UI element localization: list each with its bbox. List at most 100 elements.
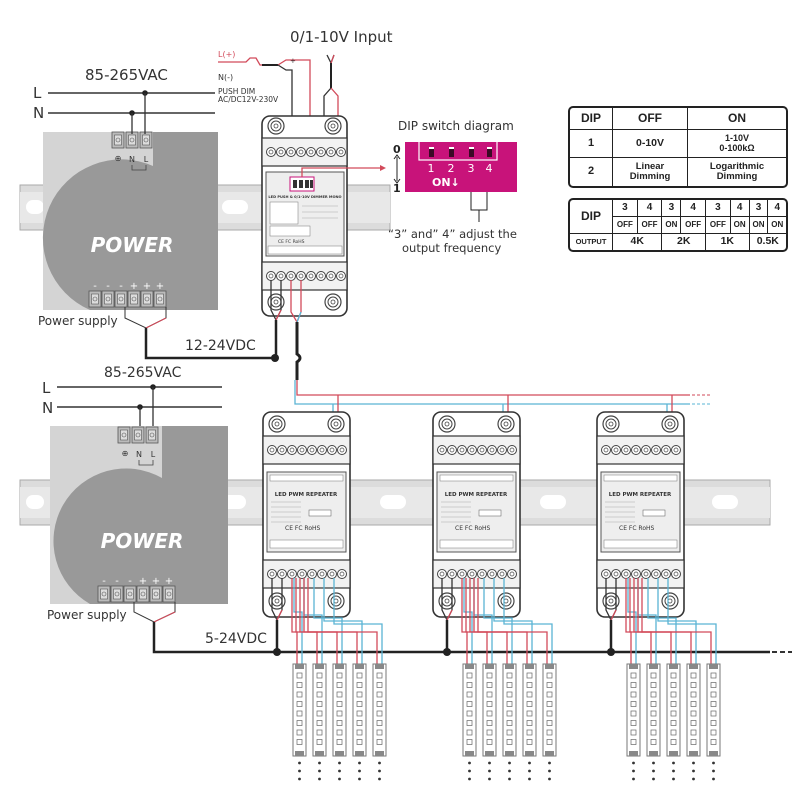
- led-strip: [626, 663, 641, 781]
- ground-terminal-label: ⊕: [115, 154, 122, 163]
- freq-switch-state: OFF: [706, 217, 731, 234]
- ground-terminal-label-bottom: ⊕: [122, 449, 129, 458]
- freq-switch-number: 4: [730, 200, 750, 217]
- push-n-label: N(-): [218, 73, 233, 82]
- dc-plus-1-bottom: +: [139, 576, 147, 587]
- led-strip: [482, 663, 497, 781]
- led-strip: [292, 663, 307, 781]
- pwm-repeater: LED PWM REPEATER CE FC RoHS: [432, 395, 557, 781]
- led-strip: [332, 663, 347, 781]
- row2-dip: 2: [570, 158, 613, 186]
- repeater-title: LED PWM REPEATER: [445, 492, 508, 498]
- line-l-label: L: [33, 84, 42, 102]
- freq-output-value: 0.5K: [756, 235, 779, 248]
- dc-plus-1: +: [130, 281, 138, 292]
- repeater-title: LED PWM REPEATER: [609, 492, 672, 498]
- led-strip: [646, 663, 661, 781]
- switch-3-label: 3: [468, 162, 475, 175]
- led-strip: [542, 663, 557, 781]
- dip-switch-diagram: DIP switch diagram 0 1 1 2 3 4 ON↓ “3” a…: [388, 119, 517, 255]
- row2-on-line2: Dimming: [716, 171, 758, 182]
- freq-switch-state: ON: [730, 217, 750, 234]
- freq-switch-state: OFF: [681, 217, 706, 234]
- pwm-repeater: LED PWM REPEATER CE FC RoHS: [596, 395, 721, 781]
- freq-switch-number: 3: [662, 200, 682, 217]
- led-strip: [462, 663, 477, 781]
- repeater-cert: CE FC RoHS: [619, 525, 655, 532]
- freq-output-value: 2K: [662, 234, 706, 250]
- led-strip: [372, 663, 387, 781]
- push-l-label: L(+): [218, 50, 235, 59]
- ac-voltage-label: 85-265VAC: [85, 66, 168, 84]
- dc-plus-2: +: [143, 281, 151, 292]
- power-supply-bottom: 85-265VAC L N ⊕ N L POWER - - - + + + Po…: [42, 365, 228, 623]
- row1-dip: 1: [570, 130, 613, 158]
- dc-plus-2-bottom: +: [152, 576, 160, 587]
- led-strip: [706, 663, 721, 781]
- dc-minus-3: -: [119, 281, 123, 292]
- led-strip: [502, 663, 517, 781]
- power-label-bottom: POWER: [101, 529, 184, 553]
- freq-switch-state: ON: [662, 217, 682, 234]
- freq-switch-state: OFF: [613, 217, 638, 234]
- header-on: ON: [688, 108, 786, 130]
- repeater-cert: CE FC RoHS: [285, 525, 321, 532]
- freq-switch-number: 4: [768, 200, 786, 217]
- led-strip: [522, 663, 537, 781]
- dip-diagram-title: DIP switch diagram: [398, 119, 514, 133]
- l-terminal-label: L: [144, 155, 149, 164]
- row2-off-line2: Dimming: [629, 171, 671, 182]
- dc-plus-3-bottom: +: [165, 576, 173, 587]
- header-off: OFF: [613, 108, 689, 130]
- row1-on-line2: 0-100kΩ: [719, 142, 755, 153]
- freq-output-label: OUTPUT: [570, 234, 613, 250]
- row2-on-line1: Logarithmic: [709, 161, 765, 173]
- repeater-cert: CE FC RoHS: [455, 525, 491, 532]
- dimmer-model-text: LED PUSH & 0/1-10V DIMMER MONO: [268, 195, 341, 199]
- dc-minus-1: -: [93, 281, 97, 292]
- freq-switch-state: OFF: [637, 217, 663, 234]
- dip-note-line1: “3” and” 4” adjust the: [388, 227, 517, 241]
- dc-minus-2: -: [106, 281, 110, 292]
- switch-1-label: 1: [428, 162, 435, 175]
- plus-mark: +: [290, 57, 296, 65]
- freq-switch-state: ON: [749, 217, 769, 234]
- ac-lines-top: 85-265VAC L N: [33, 66, 215, 134]
- dc-voltage-label-top: 12-24VDC: [185, 338, 256, 354]
- input-label: 0/1-10V Input: [290, 28, 393, 46]
- freq-switch-number: 3: [613, 200, 638, 217]
- repeater-title: LED PWM REPEATER: [275, 492, 338, 498]
- led-strip: [312, 663, 327, 781]
- freq-switch-number: 3: [706, 200, 731, 217]
- power-label: POWER: [91, 233, 174, 257]
- dip-note-line2: output frequency: [402, 241, 501, 255]
- freq-switch-number: 4: [637, 200, 663, 217]
- row1-off: 0-10V: [613, 130, 689, 158]
- dc-terminals-bottom: - - - + + +: [97, 576, 176, 603]
- dc-plus-3: +: [156, 281, 164, 292]
- power-supply-caption: Power supply: [38, 314, 118, 328]
- input-wiring: L(+) N(-) PUSH DIM AC/DC12V-230V + 0/1-1…: [218, 28, 393, 124]
- dc-minus-1-bottom: -: [102, 576, 106, 587]
- header-dip: DIP: [570, 108, 613, 130]
- dc-minus-2-bottom: -: [115, 576, 119, 587]
- line-l-label-bottom: L: [42, 379, 51, 397]
- n-terminal-label-bottom: N: [136, 450, 142, 459]
- ac-voltage-label-bottom: 85-265VAC: [104, 365, 182, 381]
- on-label: ON↓: [432, 176, 460, 189]
- n-terminal-label: N: [129, 155, 135, 164]
- dimmer-cert-text: CE FC RoHS: [278, 239, 305, 245]
- switch-4-label: 4: [486, 162, 493, 175]
- dimmer-module: LED PUSH & 0/1-10V DIMMER MONO CE FC RoH…: [261, 115, 386, 317]
- row1-on-line1: 1-10V: [724, 133, 750, 144]
- line-n-label: N: [33, 104, 44, 122]
- led-strip: [352, 663, 367, 781]
- dc-voltage-label-bottom: 5-24VDC: [205, 631, 267, 647]
- freq-output-value: 4K: [613, 234, 663, 250]
- led-strip: [686, 663, 701, 781]
- freq-switch-state: ON: [768, 217, 786, 234]
